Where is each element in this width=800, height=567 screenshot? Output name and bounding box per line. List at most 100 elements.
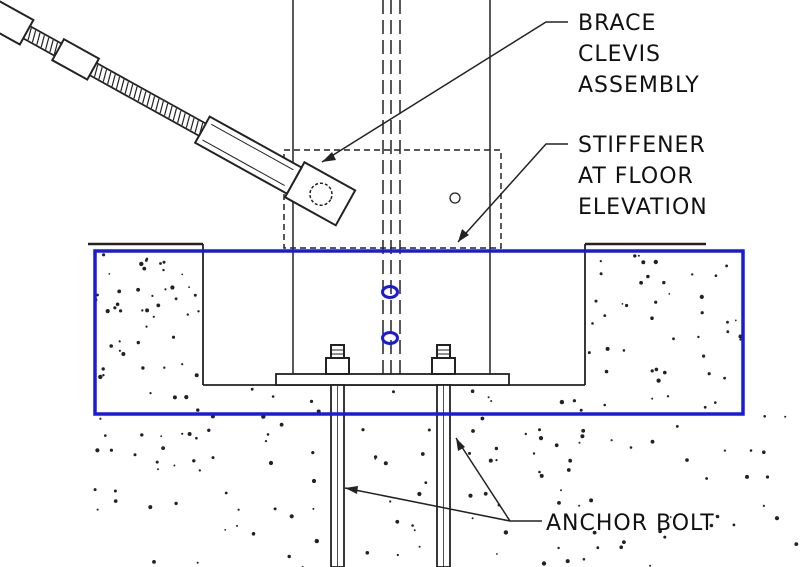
stipple-dot — [578, 441, 581, 444]
stipple-dot — [650, 369, 654, 373]
thread-tick — [53, 42, 59, 55]
stipple-dot — [557, 546, 560, 550]
thread-tick — [27, 27, 32, 41]
stipple-dot — [622, 540, 626, 544]
brace-clevis-assembly — [0, 0, 357, 227]
stipple-dot — [784, 415, 787, 418]
stipple-dot — [149, 392, 152, 395]
stipple-dot — [159, 262, 162, 265]
stipple-dot — [141, 309, 144, 312]
stipple-dot — [610, 439, 613, 442]
brace-clevis-label-line3: ASSEMBLY — [578, 73, 700, 98]
stipple-dot — [361, 428, 365, 432]
stipple-dot — [142, 266, 147, 271]
stipple-dot — [148, 505, 153, 510]
stipple-dot — [596, 546, 600, 550]
stipple-dot — [413, 529, 416, 532]
stipple-dot — [174, 297, 178, 301]
stipple-dot — [703, 405, 707, 409]
stipple-dot — [649, 564, 652, 567]
stipple-dot — [697, 335, 700, 339]
stipple-dot — [599, 260, 602, 263]
stipple-dot — [483, 491, 488, 496]
stipple-dot — [171, 335, 176, 339]
stipple-dot — [605, 346, 610, 351]
stipple-dot — [170, 285, 175, 290]
stipple-dot — [641, 260, 646, 265]
stipple-dot — [599, 272, 603, 276]
stipple-dot — [365, 551, 370, 555]
stipple-dot — [658, 529, 662, 534]
brace-clevis-label-line1: BRACE — [578, 11, 656, 36]
stipple-dot — [187, 432, 192, 436]
stiffener-label-line1: STIFFENER — [578, 133, 706, 158]
stipple-dot — [392, 390, 395, 394]
stipple-dot — [653, 259, 658, 265]
stipple-dot — [557, 501, 561, 505]
stipple-dot — [524, 432, 527, 436]
stipple-dot — [582, 558, 586, 561]
stipple-dot — [651, 397, 654, 400]
stipple-dot — [207, 428, 211, 432]
stipple-dot — [560, 489, 562, 492]
stipple-dot — [312, 507, 315, 510]
stipple-dot — [113, 306, 117, 310]
stipple-dot — [113, 489, 117, 493]
stipple-dot — [268, 460, 274, 466]
stipple-dot — [314, 538, 319, 544]
concrete-stipple — [93, 253, 799, 567]
thread-tick — [124, 81, 129, 94]
stipple-dot — [554, 443, 559, 448]
stipple-dot — [197, 310, 200, 313]
stipple-dot — [495, 459, 498, 462]
stipple-dot — [654, 367, 659, 372]
stipple-dot — [726, 330, 730, 334]
stipple-dot — [389, 500, 392, 503]
stipple-dot — [749, 449, 753, 452]
thread-tick — [155, 98, 160, 111]
stipple-dot — [633, 254, 637, 258]
stipple-dot — [699, 294, 704, 299]
thread-tick — [115, 76, 121, 90]
stipple-dot — [211, 456, 215, 460]
stipple-dot — [666, 395, 670, 398]
thread-tick — [120, 79, 125, 92]
stipple-dot — [685, 458, 689, 462]
stipple-dot — [102, 374, 105, 377]
anchor-bolt-left — [325, 344, 350, 567]
stipple-dot — [105, 309, 110, 314]
stipple-dot — [424, 481, 428, 484]
thread-tick — [194, 120, 199, 133]
stipple-dot — [691, 273, 694, 276]
stipple-dot — [96, 293, 99, 297]
stipple-dot — [181, 273, 184, 276]
thread-tick — [31, 30, 37, 43]
stipple-dot — [383, 461, 388, 466]
stiffener-plate — [283, 149, 502, 249]
stipple-dot — [762, 504, 766, 507]
thread-tick — [107, 71, 112, 85]
stipple-dot — [273, 507, 277, 511]
stipple-dot — [763, 415, 766, 418]
thread-tick — [49, 39, 54, 53]
stipple-dot — [172, 395, 177, 400]
stipple-dot — [287, 554, 291, 559]
anchor-bolt-right — [431, 344, 456, 567]
stipple-dot — [705, 477, 708, 480]
stipple-dot — [471, 429, 475, 433]
stipple-dot — [193, 293, 197, 297]
stipple-dot — [700, 311, 704, 315]
stipple-dot — [668, 293, 671, 295]
stipple-dot — [568, 458, 573, 463]
stipple-dot — [490, 400, 493, 402]
stipple-dot — [196, 561, 199, 564]
stipple-dot — [311, 451, 315, 455]
stipple-dot — [702, 354, 706, 358]
stipple-dot — [163, 366, 166, 369]
stipple-dot — [669, 516, 672, 518]
stipple-dot — [224, 491, 228, 495]
stipple-dot — [164, 288, 167, 291]
stipple-dot — [794, 542, 799, 546]
stipple-dot — [715, 514, 720, 519]
brace-clevis-label-line2: CLEVIS — [578, 42, 661, 67]
